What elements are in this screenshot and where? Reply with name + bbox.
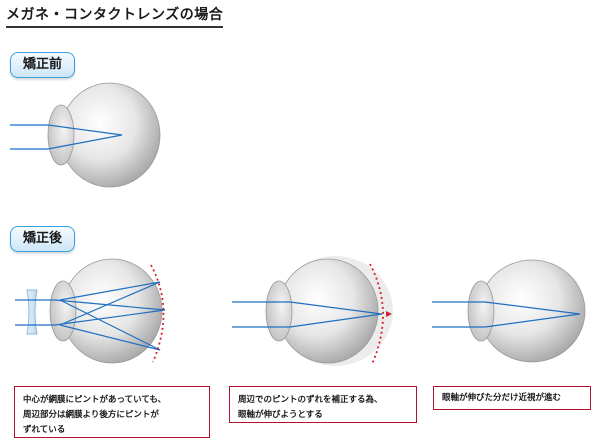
caption-lens-focus: 中心が網膜にピントがあっていても、 周辺部分は網膜より後方にピントが ずれている bbox=[14, 386, 210, 438]
peripheral-focus-curve bbox=[369, 263, 384, 365]
light-rays bbox=[232, 301, 383, 328]
caption-line: 周辺部分は網膜より後方にピントが bbox=[23, 410, 159, 420]
caption-line: 周辺でのピントのずれを補正する為、 bbox=[238, 395, 383, 405]
caption-line: 中心が網膜にピントがあっていても、 bbox=[23, 395, 167, 405]
caption-myopia-progression: 眼軸が伸びた分だけ近視が進む bbox=[433, 386, 591, 410]
expansion-arrow bbox=[386, 311, 392, 317]
light-rays bbox=[10, 124, 123, 150]
eye-with-corrective-lens bbox=[15, 258, 166, 364]
eye-myopia-progressed bbox=[432, 259, 586, 363]
peripheral-focus-curve bbox=[150, 264, 165, 363]
eyeball-shape bbox=[478, 259, 586, 363]
cornea-shape bbox=[47, 104, 75, 166]
after-correction-label: 矯正後 bbox=[10, 226, 76, 252]
concave-lens bbox=[26, 289, 38, 335]
eyeball-shape bbox=[61, 258, 163, 364]
light-rays bbox=[432, 301, 581, 328]
caption-line: ずれている bbox=[23, 425, 66, 435]
eye-before-correction bbox=[10, 82, 161, 188]
caption-line: 眼軸が伸びた分だけ近視が進む bbox=[442, 393, 562, 403]
caption-axial-elongation: 周辺でのピントのずれを補正する為、 眼軸が伸びようとする bbox=[229, 386, 417, 423]
cornea-shape bbox=[49, 280, 77, 342]
cornea-shape bbox=[265, 280, 293, 342]
light-rays bbox=[15, 281, 166, 351]
page-title: メガネ・コンタクトレンズの場合 bbox=[6, 4, 224, 28]
cornea-shape bbox=[467, 280, 495, 342]
eye-axial-elongation bbox=[232, 256, 393, 366]
caption-line: 眼軸が伸びようとする bbox=[238, 410, 323, 420]
eyeball-shape bbox=[59, 82, 161, 188]
before-correction-label: 矯正前 bbox=[10, 52, 76, 78]
